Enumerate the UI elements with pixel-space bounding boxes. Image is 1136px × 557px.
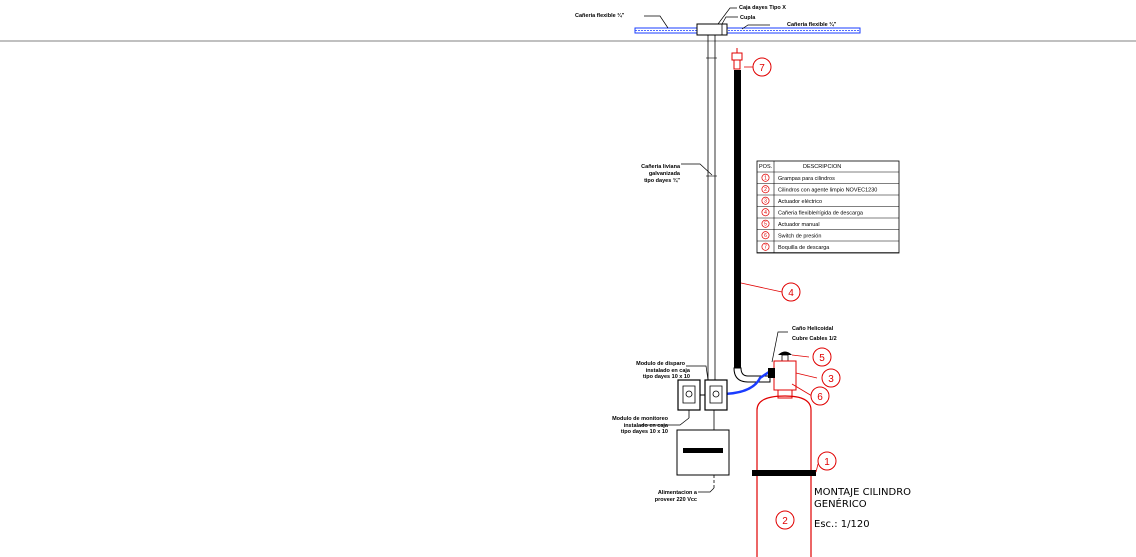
label-alimentacion-2: proveer 220 Vcc (655, 497, 697, 503)
table-row: 5 Actuador manual (761, 219, 820, 228)
label-modulo-disparo-3: tipo dayes 10 x 10 (643, 374, 690, 380)
table-desc: Cilindros con agente limpio NOVEC1230 (778, 187, 877, 193)
table-row: 1 Grampas para cilindros (761, 173, 835, 182)
label-cupla: Cupla (740, 15, 756, 21)
label-caneria-liviana-3: tipo dayes ¾" (644, 177, 680, 184)
label-alimentacion-1: Alimentacion a (658, 490, 698, 496)
table-desc: Actuador manual (778, 222, 820, 228)
label-caneria-flexible-left: Cañeria flexible ¾" (575, 12, 625, 19)
galvanized-conduit (706, 35, 717, 380)
callout-7: 7 (752, 57, 772, 77)
table-desc: Switch de presión (778, 233, 821, 239)
table-row: 6 Switch de presión (761, 231, 821, 240)
drawing-title-1: MONTAJE CILINDRO (814, 487, 911, 498)
leader-alimentacion (698, 487, 715, 493)
drawing-scale: Esc.: 1/120 (814, 519, 870, 530)
table-desc: Cañeria flexible/rígida de descarga (778, 210, 864, 216)
table-desc: Grampas para cilindros (778, 176, 835, 182)
firing-module-box (700, 379, 728, 411)
table-pos-circle (761, 242, 770, 251)
label-cano-helicoidal-1: Caño Helicoidal (792, 326, 834, 332)
table-row: 7 Boquilla de descarga (761, 242, 830, 251)
callout-leaders (740, 66, 819, 473)
leader-caneria-right (741, 24, 770, 30)
svg-text:6: 6 (817, 392, 823, 403)
table-row: 3 Actuador eléctrico (761, 196, 822, 205)
flexible-conduit (634, 27, 861, 34)
svg-text:3: 3 (828, 374, 834, 385)
label-modulo-monitoreo-2: instalado en caja (624, 423, 669, 429)
leader-caneria-liviana (681, 163, 713, 176)
label-modulo-monitoreo-3: tipo dayes 10 x 10 (621, 429, 668, 435)
label-cano-helicoidal-2: Cubre Cables 1/2 (792, 336, 837, 342)
svg-text:5: 5 (819, 353, 825, 364)
svg-text:4: 4 (788, 288, 794, 299)
junction-box-x (696, 23, 728, 36)
monitoring-module-box (677, 379, 701, 418)
leader-modulo-monitoreo (640, 417, 690, 426)
table-pos: 1 (764, 176, 767, 182)
discharge-pipe (734, 70, 741, 370)
table-desc: Boquilla de descarga (778, 245, 830, 251)
table-pos: 3 (764, 199, 767, 205)
table-pos-circle (761, 231, 770, 240)
table-header-desc: DESCRIPCION (803, 164, 841, 170)
table-desc: Actuador eléctrico (778, 199, 822, 205)
leader-cupla (721, 16, 738, 25)
label-caja-x: Caja dayes Tipo X (739, 5, 786, 11)
table-pos: 5 (764, 222, 767, 228)
label-modulo-disparo-1: Modulo de disparo (636, 361, 686, 367)
svg-text:2: 2 (782, 516, 788, 527)
callout-4: 4 (781, 282, 801, 302)
leader-caja-x (717, 7, 737, 25)
table-pos-circle (761, 219, 770, 228)
label-caneria-liviana-1: Cañeria liviana (641, 164, 681, 170)
label-modulo-monitoreo-1: Modulo de monitoreo (612, 416, 669, 422)
table-pos-circle (761, 185, 770, 194)
valve-head (768, 351, 797, 399)
callout-3: 3 (821, 368, 841, 388)
table-pos: 7 (764, 245, 767, 251)
table-pos: 4 (764, 210, 767, 216)
legend-table: POS. DESCRIPCION 1 Grampas para cilindros… (756, 160, 900, 254)
svg-text:1: 1 (824, 457, 830, 468)
table-pos: 6 (764, 233, 767, 239)
callout-6: 6 (810, 386, 830, 406)
leader-cano-helicoidal (771, 331, 788, 363)
label-caneria-flexible-right: Cañeria flexible ¾" (787, 21, 837, 28)
callout-5: 5 (812, 347, 832, 367)
callout-1: 1 (817, 451, 837, 471)
table-row: 2 Cilindros con agente limpio NOVEC1230 (761, 185, 877, 194)
table-header-pos: POS. (759, 164, 773, 170)
table-row: 4 Cañeria flexible/rígida de descarga (761, 208, 864, 217)
discharge-nozzle (731, 48, 743, 70)
power-supply-slot (683, 448, 723, 453)
table-pos: 2 (764, 187, 767, 193)
leader-caneria-left (644, 15, 669, 29)
table-pos-circle (761, 208, 770, 217)
table-pos-circle (761, 196, 770, 205)
svg-text:7: 7 (759, 63, 765, 74)
cylinder-bracket (752, 470, 816, 476)
label-caneria-liviana-2: galvanizada (649, 171, 681, 177)
callout-2: 2 (775, 510, 795, 530)
drawing-title-2: GENÉRICO (814, 497, 867, 510)
label-modulo-disparo-2: instalado en caja (646, 368, 691, 374)
leader-modulo-disparo (686, 365, 709, 381)
table-pos-circle (761, 173, 770, 182)
agent-cylinder (756, 395, 812, 557)
